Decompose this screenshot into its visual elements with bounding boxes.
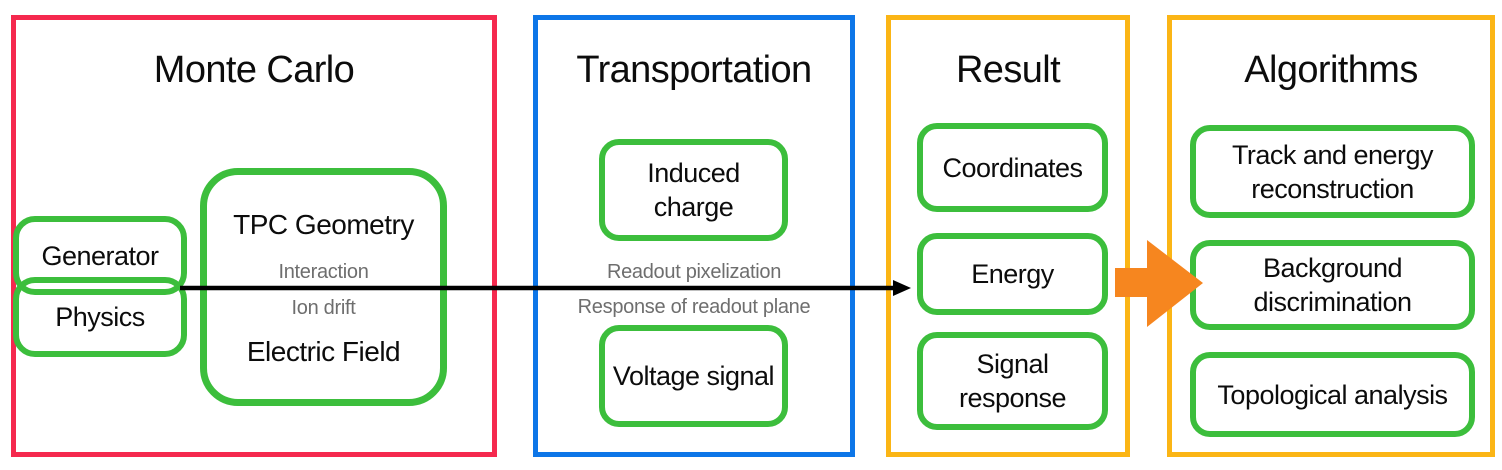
node-induced-charge-label: Induced charge [647,158,740,222]
node-signal-response-label: Signal response [958,349,1067,413]
node-energy: Energy [917,233,1108,315]
node-electric-field-label: Electric Field [246,336,401,367]
panel-title-result: Result [955,49,1061,91]
panel-title-transportation: Transportation [576,49,812,91]
node-topological-analysis: Topological analysis [1190,352,1475,437]
node-induced-charge: Induced charge [599,139,788,241]
node-background-discrimination-label: Background discrimination [1253,253,1412,317]
node-generator: Generator [13,216,187,295]
process-label-interaction: Interaction [278,261,369,283]
node-energy-label: Energy [971,259,1054,289]
panel-title-algorithms: Algorithms [1244,49,1418,91]
process-label-response-of-readout-plane: Response of readout plane [577,296,811,318]
node-coordinates-label: Coordinates [942,152,1083,183]
node-track-energy-reconstruction: Track and energy reconstruction [1190,125,1475,218]
panel-transportation [533,15,855,457]
node-topological-analysis-label: Topological analysis [1217,379,1448,410]
node-track-energy-reconstruction-label: Track and energy reconstruction [1231,139,1434,204]
node-signal-response: Signal response [917,332,1108,430]
node-tpc-container [200,168,447,406]
process-label-readout-pixelization: Readout pixelization [606,261,782,283]
node-voltage-signal-label: Voltage signal [612,361,775,391]
node-background-discrimination: Background discrimination [1190,240,1475,330]
panel-algorithms [1167,15,1495,457]
node-generator-label: Generator [41,240,159,271]
node-coordinates: Coordinates [917,123,1108,212]
process-label-ion-drift: Ion drift [291,297,356,319]
panel-result [886,15,1130,457]
node-physics: Physics [13,277,187,357]
node-physics-label: Physics [55,302,145,332]
node-tpc-geometry-label: TPC Geometry [233,209,414,240]
panel-title-monte-carlo: Monte Carlo [153,49,355,91]
node-voltage-signal: Voltage signal [599,325,788,427]
